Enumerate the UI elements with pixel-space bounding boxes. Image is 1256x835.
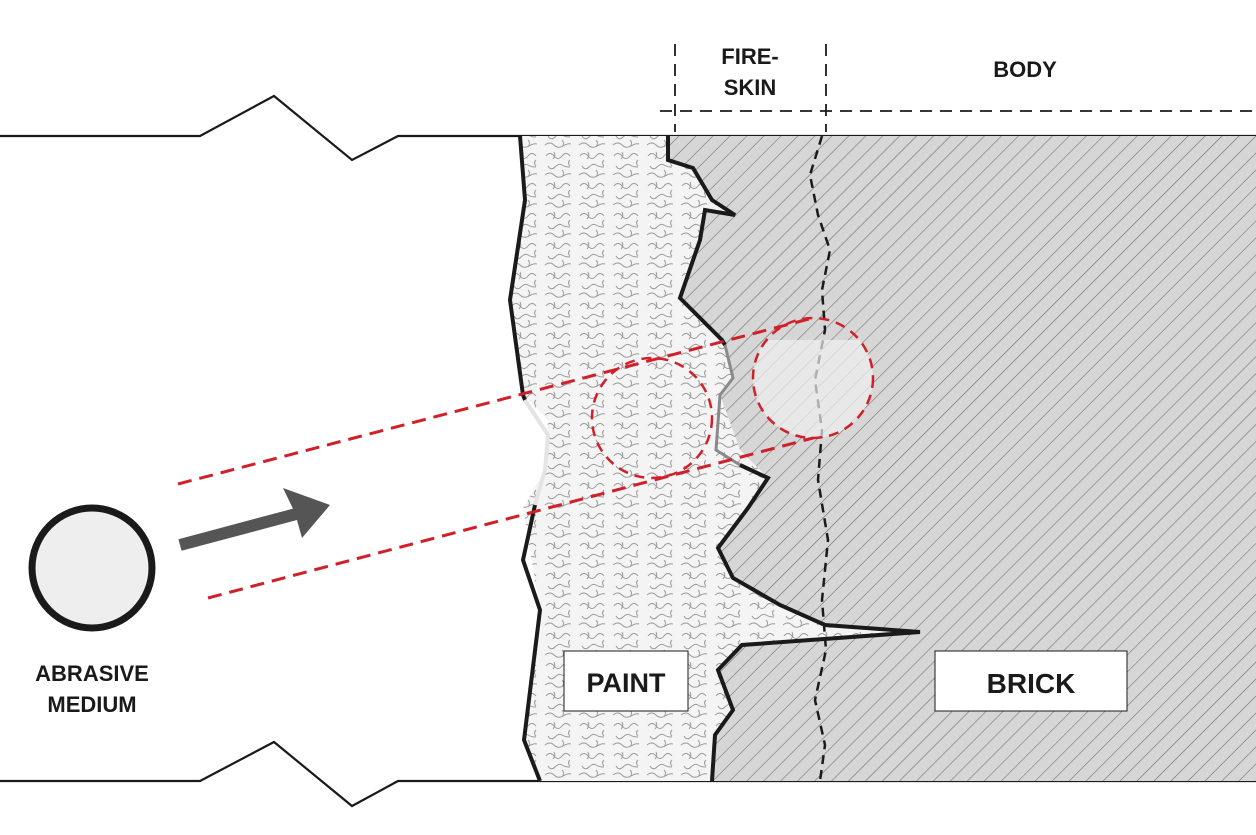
brick-surface-eroded-line <box>714 344 741 467</box>
impact-path <box>177 316 814 600</box>
brick-label: BRICK <box>987 668 1076 699</box>
impact-circle-brick <box>751 316 875 440</box>
paint-surface-line <box>507 135 528 401</box>
fireskin-label-line2: SKIN <box>724 75 777 100</box>
eroded-impact-zone <box>753 340 873 438</box>
arrow-right-icon <box>178 488 330 551</box>
fireskin-label-line1: FIRE- <box>721 44 778 69</box>
paint-label: PAINT <box>587 668 667 698</box>
abrasive-particle-icon <box>28 504 156 632</box>
paint-label-box <box>563 650 689 712</box>
body-label: BODY <box>993 57 1057 82</box>
impact-path-lower <box>207 436 814 600</box>
bottom-break-line <box>0 740 540 808</box>
paint-layer-region <box>510 136 900 781</box>
abrasive-label-line1: ABRASIVE <box>35 661 149 686</box>
abrasive-label-line2: MEDIUM <box>47 692 136 717</box>
brick-surface-line <box>666 136 737 347</box>
zone-guide-lines <box>660 44 1256 132</box>
impact-positions <box>590 316 875 480</box>
top-break-line <box>0 94 525 162</box>
brick-label-box <box>934 650 1128 712</box>
paint-surface-worn-line <box>523 398 551 506</box>
paint-surface-line-lower <box>520 504 543 782</box>
impact-circle-paint <box>590 356 714 480</box>
